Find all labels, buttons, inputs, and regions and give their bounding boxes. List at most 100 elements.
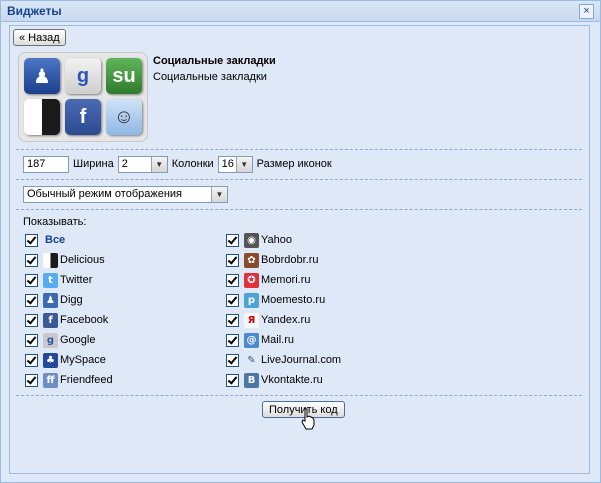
service-row[interactable]: ✎LiveJournal.com — [226, 350, 341, 370]
vkontakte-icon: B — [244, 372, 259, 388]
service-label: MySpace — [60, 354, 106, 366]
chevron-down-icon[interactable]: ▼ — [150, 156, 167, 172]
service-row[interactable]: Delicious — [25, 250, 113, 270]
service-label: Friendfeed — [60, 374, 113, 386]
service-label: Vkontakte.ru — [261, 374, 323, 386]
stumbleupon-logo-tile: su — [106, 58, 142, 94]
get-code-button[interactable]: Получить код — [262, 401, 345, 418]
select-all-checkbox[interactable] — [25, 233, 38, 247]
display-mode-select[interactable]: Обычный режим отображения ▼ — [23, 186, 228, 203]
chevron-down-icon[interactable]: ▼ — [235, 156, 252, 172]
yandex-icon: Я — [244, 312, 259, 328]
moemesto-icon: p — [244, 292, 259, 308]
divider — [16, 209, 582, 210]
service-checkbox[interactable] — [25, 333, 38, 347]
myspace-logo-tile: ♟ — [24, 58, 60, 94]
facebook-logo-tile: f — [65, 99, 101, 135]
service-checkbox[interactable] — [226, 373, 239, 387]
service-label: Moemesto.ru — [261, 294, 326, 306]
service-checkbox[interactable] — [226, 233, 239, 247]
friendfeed-icon: ff — [43, 372, 58, 388]
service-checkbox[interactable] — [25, 353, 38, 367]
reddit-logo-tile: ☺ — [106, 99, 142, 135]
back-button[interactable]: « Назад — [13, 29, 66, 46]
size-settings-row: Ширина 2 ▼ Колонки 16 ▼ Размер иконок — [23, 155, 336, 173]
service-checkbox[interactable] — [226, 353, 239, 367]
chevron-down-icon[interactable]: ▼ — [211, 187, 227, 202]
divider — [16, 395, 582, 396]
service-checkbox[interactable] — [226, 273, 239, 287]
service-row[interactable]: ♟Digg — [25, 290, 113, 310]
service-checkbox[interactable] — [25, 253, 38, 267]
memori-icon: ✪ — [244, 272, 259, 288]
select-all-row[interactable]: Все — [25, 230, 113, 250]
service-label: Memori.ru — [261, 274, 311, 286]
hand-cursor-icon — [301, 408, 315, 430]
service-checkbox[interactable] — [25, 293, 38, 307]
delicious-logo-tile — [24, 99, 60, 135]
service-checkbox[interactable] — [226, 333, 239, 347]
digg-icon: ♟ — [43, 292, 58, 308]
livejournal-icon: ✎ — [244, 352, 259, 368]
widget-settings-panel: « Назад ♟ g su f ☺ Социальные закладки С… — [9, 25, 590, 474]
service-label: Bobrdobr.ru — [261, 254, 319, 266]
service-row[interactable]: ✿Bobrdobr.ru — [226, 250, 341, 270]
service-checkbox[interactable] — [226, 313, 239, 327]
close-icon[interactable]: × — [579, 4, 594, 19]
service-checkbox[interactable] — [226, 253, 239, 267]
service-label: Delicious — [60, 254, 105, 266]
service-label: LiveJournal.com — [261, 354, 342, 366]
select-all-label: Все — [45, 234, 66, 246]
yahoo-icon: ◉ — [244, 232, 259, 248]
display-mode-value: Обычный режим отображения — [27, 188, 183, 200]
service-row[interactable]: ◉Yahoo — [226, 230, 341, 250]
facebook-icon: f — [43, 312, 58, 328]
social-bookmarks-logo: ♟ g su f ☺ — [18, 52, 148, 142]
service-label: Google — [60, 334, 96, 346]
service-label: Mail.ru — [261, 334, 295, 346]
google-logo-tile: g — [65, 58, 101, 94]
columns-label: Колонки — [171, 158, 214, 170]
icon-size-value: 16 — [221, 157, 234, 170]
service-label: Twitter — [60, 274, 93, 286]
service-checkbox[interactable] — [25, 313, 38, 327]
google-icon: g — [43, 332, 58, 348]
title-bar[interactable]: Виджеты × — [1, 1, 600, 22]
show-label: Показывать: — [23, 216, 87, 228]
service-label: Yandex.ru — [261, 314, 311, 326]
myspace-icon: ♣ — [43, 352, 58, 368]
window-title: Виджеты — [7, 4, 62, 18]
service-label: Digg — [60, 294, 83, 306]
service-label: Yahoo — [261, 234, 292, 246]
icon-size-label: Размер иконок — [256, 158, 332, 170]
icon-size-select[interactable]: 16 ▼ — [217, 155, 253, 173]
service-row[interactable]: @Mail.ru — [226, 330, 341, 350]
module-subtitle: Социальные закладки — [153, 71, 267, 83]
delicious-icon — [43, 252, 58, 268]
service-checkbox[interactable] — [25, 373, 38, 387]
service-checkbox[interactable] — [226, 293, 239, 307]
service-label: Facebook — [60, 314, 109, 326]
bobrdobr-icon: ✿ — [244, 252, 259, 268]
module-title: Социальные закладки — [153, 55, 276, 67]
mailru-icon: @ — [244, 332, 259, 348]
width-input[interactable] — [23, 155, 69, 173]
service-row[interactable]: ✪Memori.ru — [226, 270, 341, 290]
columns-select[interactable]: 2 ▼ — [117, 155, 168, 173]
width-label: Ширина — [73, 158, 114, 170]
divider — [16, 179, 582, 180]
columns-value: 2 — [121, 157, 128, 170]
twitter-icon: t — [43, 272, 58, 288]
service-checkbox[interactable] — [25, 273, 38, 287]
service-row[interactable]: ♣MySpace — [25, 350, 113, 370]
